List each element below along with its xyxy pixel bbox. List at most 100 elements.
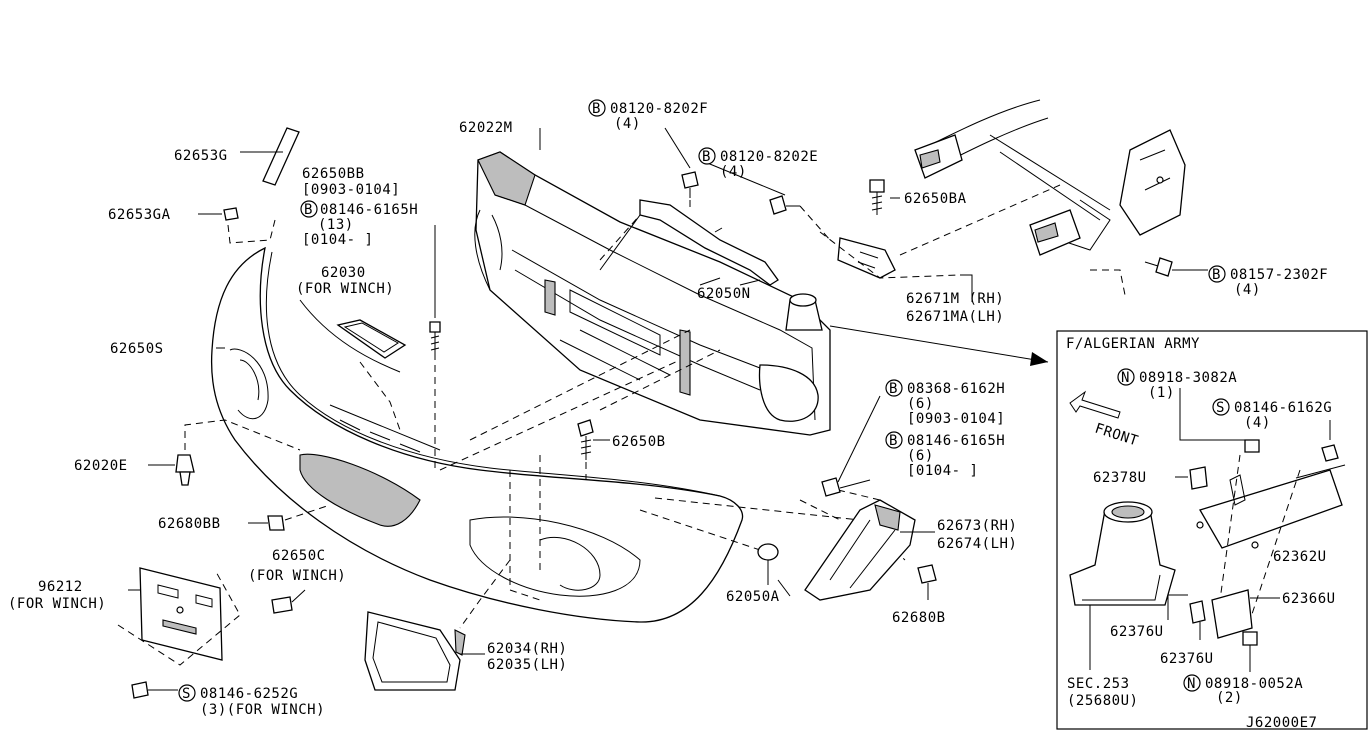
part-labels: 62653G 62650BB [0903-0104] 08146-6165H (…	[8, 101, 1328, 718]
label-62030: 62030	[321, 265, 366, 281]
winch-cover-62030	[336, 319, 407, 431]
bolt-6162H	[821, 395, 881, 497]
bolt-symbol: B	[300, 200, 318, 218]
label-96212-note: (FOR WINCH)	[8, 596, 106, 612]
circle-symbols: B B B B B B S N S N	[178, 99, 1230, 702]
svg-text:N: N	[1187, 676, 1196, 692]
bracket-62050N	[599, 199, 779, 286]
clip-62020E	[148, 419, 301, 486]
label-2302F-qty: (4)	[1234, 282, 1261, 298]
label-62674: 62674(LH)	[937, 536, 1017, 552]
bolt-symbol: B	[1208, 265, 1226, 283]
chassis-frame	[899, 99, 1186, 296]
bolt-symbol: B	[885, 379, 903, 397]
label-62653G: 62653G	[174, 148, 228, 164]
bolt-8202E	[704, 161, 831, 241]
label-range: [0104- ]	[302, 232, 373, 248]
nut-symbol: N	[1183, 674, 1201, 692]
label-8202F-qty: (4)	[614, 116, 641, 132]
clip-62680BB	[248, 504, 331, 531]
screw-symbol: S	[1212, 398, 1230, 416]
svg-text:S: S	[182, 686, 191, 702]
label-08918-3082A: 08918-3082A	[1139, 370, 1237, 386]
svg-text:B: B	[304, 202, 313, 218]
label-62030-note: (FOR WINCH)	[296, 281, 394, 297]
plate-bracket-96212	[117, 567, 241, 666]
inset-labels: F/ALGERIAN ARMY FRONT 08918-3082A (1) 08…	[1066, 336, 1336, 709]
label-62035: 62035(LH)	[487, 657, 567, 673]
label-6165H-b-qty: (6)	[907, 448, 934, 464]
inset-algerian-army	[1056, 330, 1368, 730]
label-62671MA: 62671MA(LH)	[906, 309, 1004, 325]
bumper-reinforcement-62022M	[474, 151, 831, 436]
label-08157-2302F: 08157-2302F	[1230, 267, 1328, 283]
label-62376U-b: 62376U	[1160, 651, 1214, 667]
label-96212: 96212	[38, 579, 83, 595]
label-6252G-note: (3)(FOR WINCH)	[200, 702, 325, 718]
label-62050N: 62050N	[697, 286, 751, 302]
label-62362U: 62362U	[1273, 549, 1327, 565]
label-62022M: 62022M	[459, 120, 513, 136]
label-62020E: 62020E	[74, 458, 128, 474]
label-62671M: 62671M (RH)	[906, 291, 1004, 307]
label-25680U: (25680U)	[1067, 693, 1138, 709]
label-6162G-qty: (4)	[1244, 415, 1271, 431]
label-3082A-qty: (1)	[1148, 385, 1175, 401]
label-08918-0052A: 08918-0052A	[1205, 676, 1303, 692]
bolt-symbol: B	[588, 99, 606, 117]
bolt-62650B	[577, 419, 610, 480]
label-62673: 62673(RH)	[937, 518, 1017, 534]
label-62650B: 62650B	[612, 434, 666, 450]
label-08368-6162H: 08368-6162H	[907, 381, 1005, 397]
label-qty: (13)	[318, 217, 354, 233]
label-08146-6252G: 08146-6252G	[200, 686, 298, 702]
label-62376U-a: 62376U	[1110, 624, 1164, 640]
label-62650BA: 62650BA	[904, 191, 967, 207]
label-62650S: 62650S	[110, 341, 164, 357]
bolt-left	[429, 225, 441, 470]
label-08120-8202F: 08120-8202F	[610, 101, 708, 117]
svg-text:B: B	[1212, 267, 1221, 283]
label-6162H-qty: (6)	[907, 396, 934, 412]
bolt-2302F	[1144, 257, 1208, 277]
clip-62653GA	[198, 207, 276, 244]
label-6162H-range: [0903-0104]	[907, 411, 1005, 427]
label-62650C: 62650C	[272, 548, 326, 564]
label-62378U: 62378U	[1093, 470, 1147, 486]
nut-symbol: N	[1117, 368, 1135, 386]
tow-hook-boot	[785, 293, 823, 331]
label-08146-6165H: 08146-6165H	[320, 202, 418, 218]
label-62366U: 62366U	[1282, 591, 1336, 607]
label-08146-6162G: 08146-6162G	[1234, 400, 1332, 416]
label-8202E-qty: (4)	[720, 164, 747, 180]
svg-text:B: B	[889, 433, 898, 449]
label-08120-8202E: 08120-8202E	[720, 149, 818, 165]
bolt-symbol: B	[698, 147, 716, 165]
inset-title: F/ALGERIAN ARMY	[1066, 336, 1200, 352]
screw-6252G	[131, 681, 178, 699]
bracket-62671M	[819, 231, 973, 302]
clip-62650C	[271, 589, 306, 614]
label-62034: 62034(RH)	[487, 641, 567, 657]
side-bracket-62673	[799, 489, 935, 601]
svg-text:B: B	[889, 381, 898, 397]
clip-62050A	[757, 543, 779, 585]
diagram-id: J62000E7	[1246, 715, 1317, 731]
label-62680B: 62680B	[892, 610, 946, 626]
label-62653GA: 62653GA	[108, 207, 171, 223]
label-sec253: SEC.253	[1067, 676, 1130, 692]
svg-text:B: B	[592, 101, 601, 117]
label-62650C-note: (FOR WINCH)	[248, 568, 346, 584]
label-62050A: 62050A	[726, 589, 780, 605]
label-62650BB: 62650BB	[302, 166, 365, 182]
svg-text:N: N	[1121, 370, 1130, 386]
label-62680BB: 62680BB	[158, 516, 221, 532]
bumper-fascia	[210, 246, 744, 623]
bolt-8202F	[664, 127, 699, 210]
bolt-62650BA	[869, 179, 900, 215]
leader-lines	[216, 128, 791, 597]
screw-symbol: S	[178, 684, 196, 702]
clip-62680B	[917, 564, 937, 600]
